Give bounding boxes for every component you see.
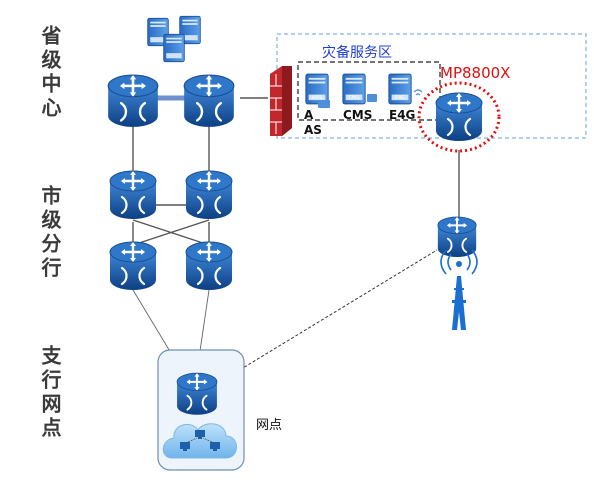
pc-icon xyxy=(210,442,220,451)
server-label-cms: CMS xyxy=(343,108,373,122)
router-icon[interactable] xyxy=(108,169,158,221)
backbone-links xyxy=(132,97,460,246)
server-label-e4g: E4G xyxy=(389,108,416,122)
router-icon[interactable] xyxy=(175,372,219,416)
server-icon: AAS xyxy=(305,73,330,108)
router-icon[interactable] xyxy=(106,73,160,129)
pc-icon xyxy=(180,442,190,451)
pc-icon xyxy=(195,430,205,439)
cell-tower-icon xyxy=(440,249,478,330)
server-label-aas: AAS xyxy=(304,108,322,137)
tier-label-province: 省级中心 xyxy=(38,25,62,121)
router-icon[interactable] xyxy=(184,169,234,221)
router-icon[interactable] xyxy=(182,73,236,129)
router-icon[interactable] xyxy=(184,240,234,292)
tier-label-subbranch: 支行网点 xyxy=(38,345,62,441)
router-icon[interactable] xyxy=(108,240,158,292)
device-label-mp8800x: MP8800X xyxy=(440,64,511,82)
highlight-ring xyxy=(417,81,501,153)
backup-link xyxy=(209,249,438,389)
svg-text:E4G: E4G xyxy=(395,95,405,101)
server-icon: E4G xyxy=(388,73,423,105)
svg-text:CMS: CMS xyxy=(349,95,360,101)
firewall-icon xyxy=(270,66,292,136)
server-icon: CMS xyxy=(342,73,377,105)
svg-text:AAS: AAS xyxy=(312,95,322,101)
dr-zone-title: 灾备服务区 xyxy=(322,45,392,61)
branch-label: 网点 xyxy=(256,418,283,433)
router-icon[interactable] xyxy=(434,91,484,143)
server-icon xyxy=(163,33,185,63)
dr-server-group xyxy=(297,61,441,121)
router-icon[interactable] xyxy=(436,215,478,259)
tier-label-city: 市级分行 xyxy=(38,185,62,281)
cloud-icon xyxy=(162,423,237,459)
